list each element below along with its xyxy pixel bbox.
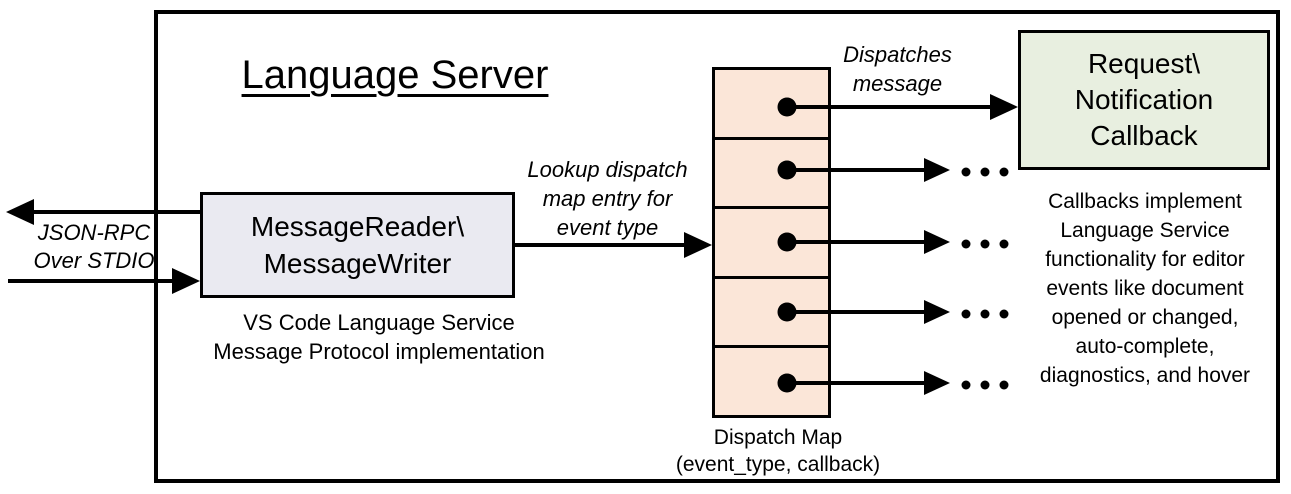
dispatches-message-label: Dispatches message xyxy=(843,42,952,96)
dispatch-map-caption: Dispatch Map (event_type, callback) xyxy=(675,426,881,476)
json-rpc-stdio-label: JSON-RPC Over STDIO xyxy=(33,220,155,273)
language-server-boundary-box xyxy=(154,10,1280,483)
callbacks-note: Callbacks implement Language Service fun… xyxy=(1039,190,1251,387)
message-reader-writer-box: MessageReader\ MessageWriter xyxy=(200,192,515,298)
request-notification-callback-box: Request\ Notification Callback xyxy=(1018,30,1270,170)
reader-writer-caption: VS Code Language Service Message Protoco… xyxy=(213,310,545,364)
callback-box-label: Request\ Notification Callback xyxy=(1074,48,1214,151)
lookup-dispatch-label: Lookup dispatch map entry for event type xyxy=(527,157,688,240)
dispatch-map-cell xyxy=(715,275,828,346)
diagram-title: Language Server xyxy=(241,53,549,97)
message-reader-writer-label: MessageReader\ MessageWriter xyxy=(250,211,465,279)
dispatch-map-cell xyxy=(715,136,828,207)
dispatch-map xyxy=(712,67,831,418)
dispatch-map-cell xyxy=(715,70,828,137)
dispatch-map-cell xyxy=(715,345,828,415)
dispatch-map-cell xyxy=(715,206,828,276)
